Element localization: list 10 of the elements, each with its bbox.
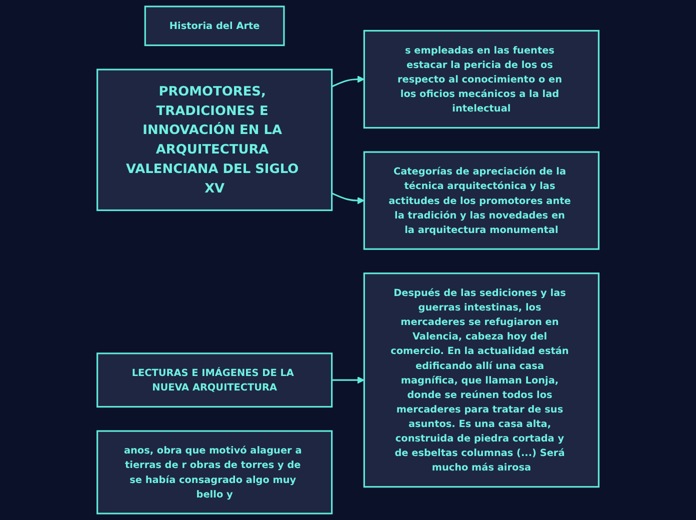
node-box: Categorías de apreciación de la técnica arquitectónica y las actitudes de los promotores ante la tradición y las novedades en la arquitectura monumental [363, 151, 600, 250]
arrow [332, 192, 364, 204]
arrow [332, 76, 364, 88]
node-box: Después de las sediciones y las guerras intestinas, los mercaderes se refugiaron en Valencia, cabeza hoy del comercio. En la actualidad están edificando allí una casa magnífica, que llaman Lonja, donde se reúnen todos los mercaderes para tratar de sus asuntos. Es una casa alta, construida de piedra cortada y de esbeltas columnas (...) Será mucho más airosa [363, 272, 600, 488]
node-box: anos, obra que motivó alaguer a tierras de r obras de torres y de se había consagrado algo muy bello y [96, 430, 333, 514]
node-box: PROMOTORES, TRADICIONES E INNOVACIÓN EN LA ARQUITECTURA VALENCIANA DEL SIGLO XV [96, 68, 333, 212]
node-box: s empleadas en las fuentes estacar la pericia de los os respecto al conocimiento o en los oficios mecánicos a la lad intelectual [363, 30, 600, 129]
node-box: LECTURAS E IMÁGENES DE LA NUEVA ARQUITECTURA [96, 352, 333, 408]
arrow [332, 376, 364, 384]
node-box: Historia del Arte [144, 6, 285, 46]
